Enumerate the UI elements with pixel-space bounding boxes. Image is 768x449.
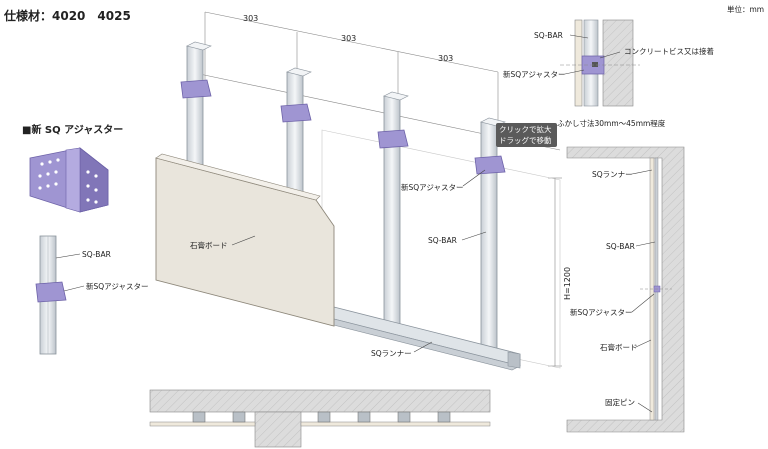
leader-board (231, 235, 256, 246)
inset-label-adjuster: 新SQアジャスター (86, 281, 149, 291)
leader-adjuster-main (462, 169, 486, 187)
zoom-drag-tooltip[interactable]: クリックで拡大 ドラッグで移動 (496, 123, 557, 147)
adjuster-heading: ■新 SQ アジャスター (22, 123, 123, 136)
leader-pin-right (637, 402, 653, 413)
dimension-height: H=1200 (563, 267, 572, 300)
dimension-spacing-2: 303 (341, 34, 356, 43)
leader-screw-top (599, 51, 621, 59)
leader-bar-top (569, 34, 589, 39)
section-right (566, 146, 685, 433)
stud-with-adjuster-icon (35, 235, 67, 355)
leader-adjuster-top (564, 69, 585, 75)
spec-title: 仕様材：4020 4025 (3, 8, 131, 23)
leader-adjuster-right (631, 293, 655, 313)
leader-bar-main (461, 231, 487, 241)
leader-adjuster (63, 285, 85, 292)
label-bar-main: SQ-BAR (428, 236, 457, 245)
label-board-right: 石膏ボード (600, 342, 638, 352)
label-adjuster-main: 新SQアジャスター (401, 182, 464, 192)
leader-runner-right (631, 169, 653, 175)
plan-section-bottom (149, 389, 491, 448)
inset-label-bar: SQ-BAR (82, 250, 111, 259)
adjuster-3d-icon (29, 147, 109, 213)
detail-top (560, 19, 640, 107)
label-pin-right: 固定ピン (605, 397, 635, 407)
stud-4 (474, 117, 506, 359)
tooltip-line-1: クリックで拡大 (499, 125, 552, 134)
gypsum-board (155, 153, 335, 327)
label-runner-main: SQランナー (371, 349, 412, 358)
label-gypsum-board: 石膏ボード (190, 240, 228, 250)
label-screw-top: コンクリートビス又は接着 (624, 46, 714, 56)
leader-runner-main (413, 341, 433, 353)
leader-board-right (635, 339, 652, 348)
label-adjuster-top: 新SQアジャスター (503, 69, 566, 79)
leader-bar (55, 253, 81, 259)
unit-label: 単位：mm (727, 4, 764, 14)
label-adjuster-right: 新SQアジャスター (570, 307, 633, 317)
label-bar-right: SQ-BAR (606, 242, 635, 251)
label-offset-top: ふかし寸法30mm〜45mm程度 (557, 118, 666, 128)
wall-plane (321, 129, 561, 369)
dimension-spacing-3: 303 (438, 54, 453, 63)
label-bar-top: SQ-BAR (534, 31, 563, 40)
leader-bar-right (635, 241, 656, 247)
dimension-spacing-1: 303 (243, 14, 258, 23)
stud-3 (377, 91, 409, 333)
label-runner-right: SQランナー (592, 170, 633, 179)
tooltip-line-2: ドラッグで移動 (499, 136, 552, 145)
